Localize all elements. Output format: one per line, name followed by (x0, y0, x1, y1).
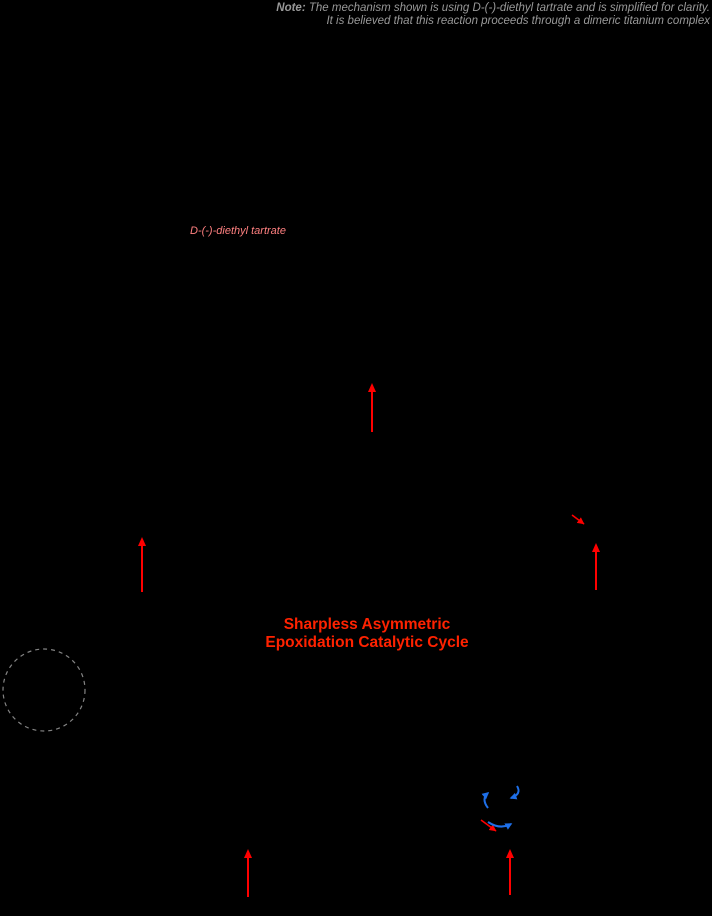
cycle-title-line-1: Sharpless Asymmetric (283, 616, 451, 633)
curved-arrow-blue-bottom (487, 821, 513, 830)
cycle-title: Sharpless Asymmetric Epoxidation Catalyt… (223, 616, 511, 651)
diagonal-arrow-right (571, 514, 585, 525)
diagonal-arrow-inset (480, 819, 497, 832)
dashed-circle-highlight (2, 648, 86, 732)
note-prefix: Note: (276, 2, 306, 14)
curved-arrow-blue-top (509, 785, 520, 800)
cycle-title-line-2: Epoxidation Catalytic Cycle (265, 633, 469, 651)
curved-arrow-blue-left (481, 792, 490, 809)
tartrate-label: D-(-)-diethyl tartrate (190, 225, 286, 237)
note-line-2: It is believed that this reaction procee… (326, 14, 710, 27)
note-text: Note: The mechanism shown is using D-(-)… (150, 2, 710, 27)
note-line-1: Note: The mechanism shown is using D-(-)… (150, 2, 710, 15)
note-line-1-text: The mechanism shown is using D-(-)-dieth… (305, 2, 710, 14)
